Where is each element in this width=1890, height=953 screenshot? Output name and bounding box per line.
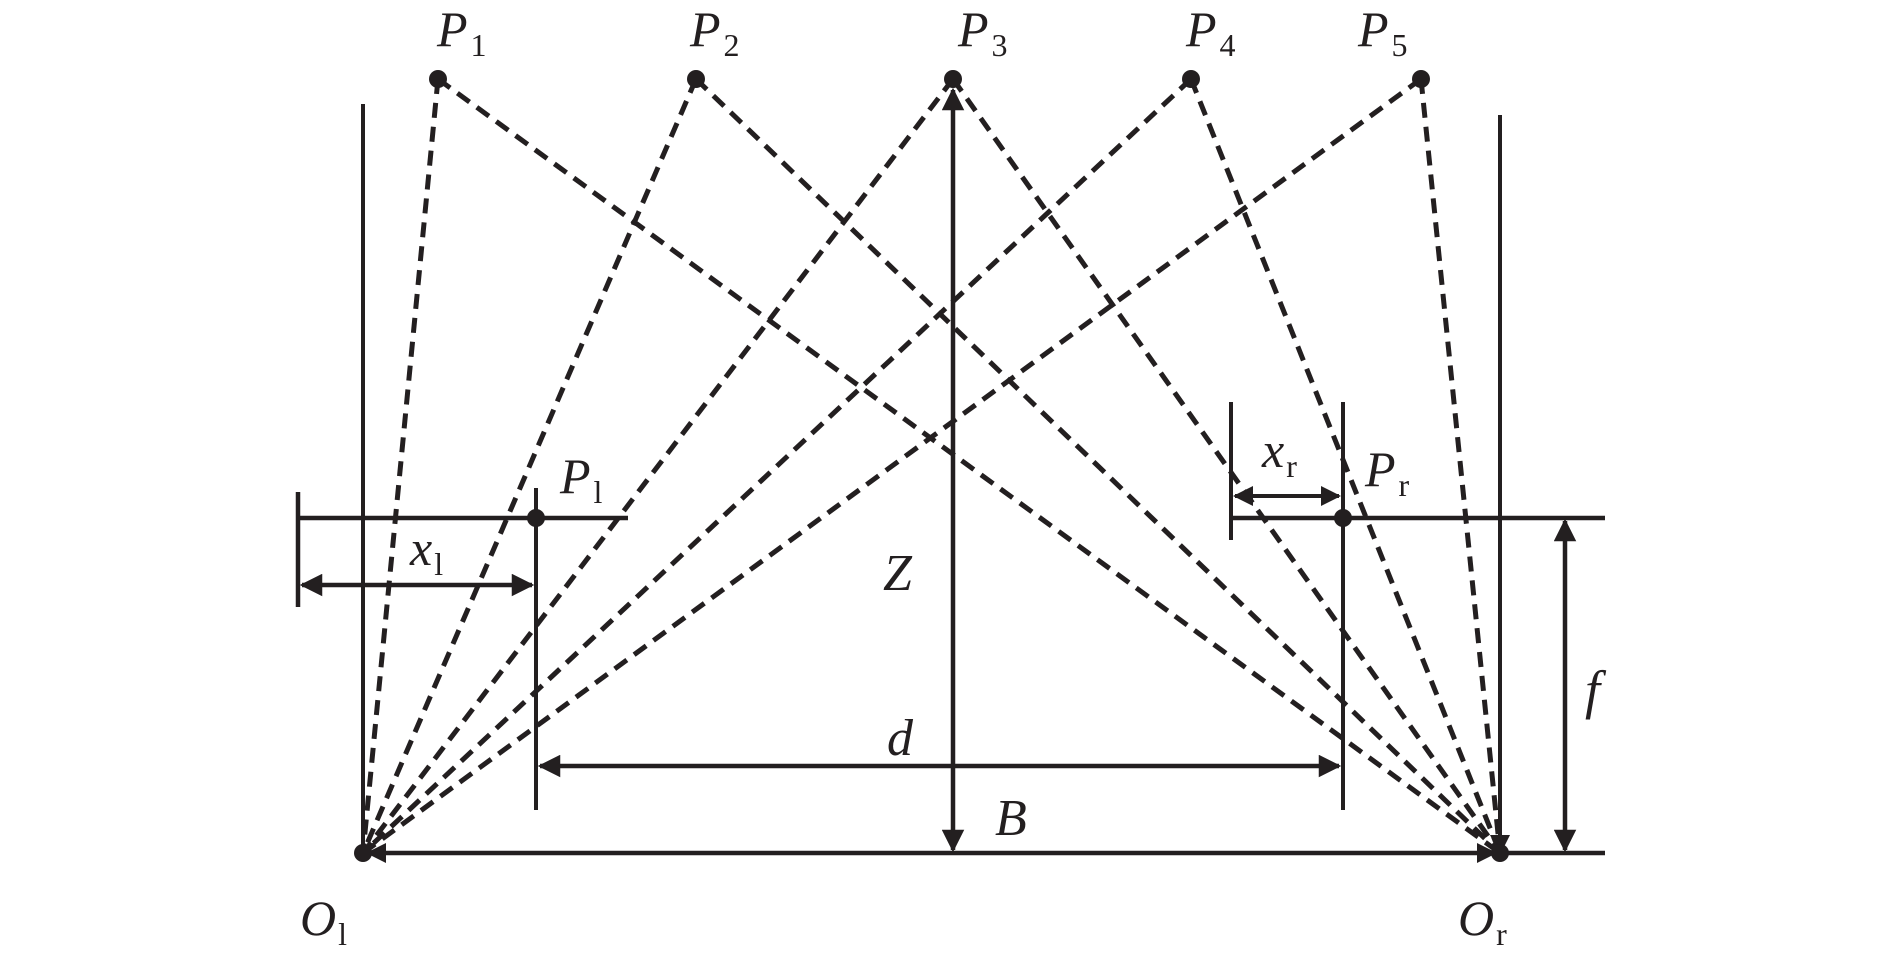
label-p1: P1 bbox=[436, 1, 487, 63]
ray-p2-left bbox=[360, 78, 699, 854]
ray-p1-left bbox=[360, 78, 441, 854]
label-z: Z bbox=[883, 545, 913, 602]
label-p2: P2 bbox=[689, 1, 740, 63]
point-pr bbox=[1334, 509, 1352, 527]
label-ol: Ol bbox=[300, 890, 347, 952]
point-p1 bbox=[429, 70, 447, 88]
ray-p3-right bbox=[950, 77, 1503, 855]
label-p5: P5 bbox=[1357, 1, 1408, 63]
label-p4: P4 bbox=[1185, 1, 1236, 63]
point-p4 bbox=[1182, 70, 1200, 88]
point-p3 bbox=[944, 70, 962, 88]
label-xl: xl bbox=[409, 520, 443, 582]
ray-p5-right bbox=[1418, 78, 1503, 854]
ray-p4-left bbox=[361, 77, 1193, 855]
ray-p3-left bbox=[361, 77, 955, 855]
label-d: d bbox=[887, 710, 914, 767]
label-xr: xr bbox=[1261, 422, 1297, 484]
projection-rays bbox=[360, 76, 1503, 856]
point-ol bbox=[354, 844, 372, 862]
label-f: f bbox=[1585, 660, 1607, 720]
ray-p2-right bbox=[694, 77, 1502, 855]
point-p5 bbox=[1412, 70, 1430, 88]
label-b: B bbox=[995, 790, 1027, 847]
ray-p1-right bbox=[436, 76, 1502, 856]
ray-p4-right bbox=[1188, 78, 1503, 854]
label-p3: P3 bbox=[957, 1, 1008, 63]
label-pl: Pl bbox=[559, 448, 603, 510]
point-pl bbox=[527, 509, 545, 527]
ray-p5-left bbox=[361, 76, 1423, 856]
point-p2 bbox=[687, 70, 705, 88]
point-or bbox=[1491, 844, 1509, 862]
label-pr: Pr bbox=[1364, 441, 1410, 503]
label-or: Or bbox=[1458, 890, 1507, 952]
